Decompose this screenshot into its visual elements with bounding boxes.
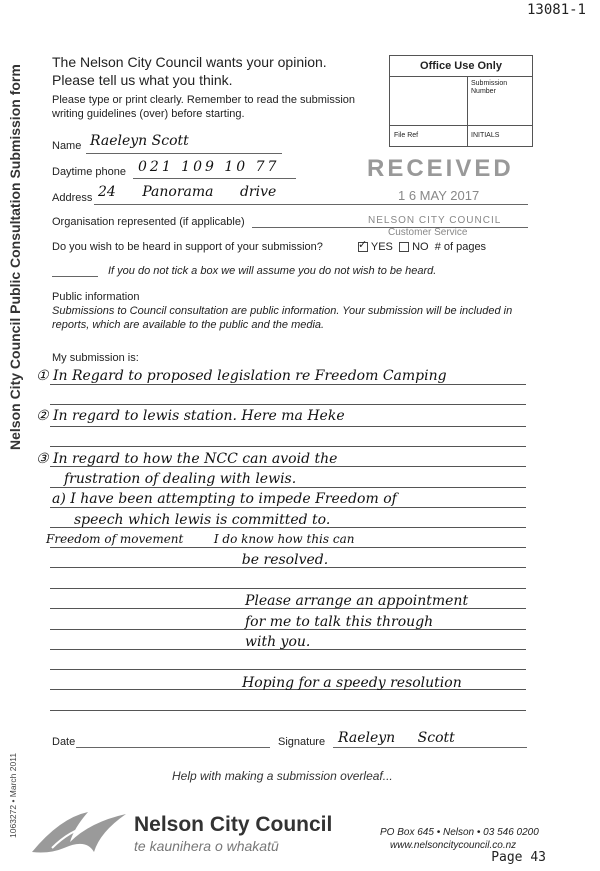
pages-label: # of pages: [434, 241, 487, 253]
submission-line-4: frustration of dealing with lewis.: [64, 471, 297, 487]
document-id: 13081-1: [526, 2, 586, 18]
date-label: Date: [52, 736, 76, 748]
submission-line-3: ③ In regard to how the NCC can avoid the: [36, 451, 338, 467]
file-ref-label: File Ref: [394, 132, 419, 139]
stamp-service: Customer Service: [388, 227, 468, 238]
heard-options: ✓ YES NO # of pages: [358, 239, 487, 253]
org-label: Organisation represented (if applicable): [52, 216, 245, 228]
name-label: Name: [52, 140, 82, 152]
submission-number-label: Submission Number: [471, 80, 508, 95]
submission-line-12: Hoping for a speedy resolution: [242, 675, 462, 691]
submission-line-1: ① In Regard to proposed legislation re F…: [36, 368, 447, 384]
heard-label: Do you wish to be heard in support of yo…: [52, 241, 323, 253]
submission-line-8: be resolved.: [46, 552, 329, 568]
public-info-text: Submissions to Council consultation are …: [52, 305, 513, 331]
received-stamp: RECEIVED: [367, 155, 514, 182]
submission-line-6: speech which lewis is committed to.: [74, 512, 331, 528]
header-line1: The Nelson City Council wants your opini…: [52, 54, 327, 70]
header-title: The Nelson City Council wants your opini…: [52, 53, 372, 89]
yes-checkbox[interactable]: ✓: [358, 239, 368, 253]
help-text: Help with making a submission overleaf..…: [172, 769, 393, 783]
name-value: Raeleyn Scott: [90, 133, 189, 149]
no-checkbox[interactable]: [399, 242, 409, 253]
council-logo-icon: [32, 812, 126, 853]
address-value: 24 Panorama drive: [98, 184, 277, 200]
office-title: Office Use Only: [390, 56, 532, 77]
submission-line-7: Freedom of movement I do know how this c…: [46, 532, 355, 546]
council-maori-name: te kaunihera o whakatū: [134, 838, 279, 854]
public-info-title: Public information: [52, 291, 140, 303]
submission-line-2: ② In regard to lewis station. Here ma He…: [36, 408, 345, 424]
submission-line-5: a) I have been attempting to impede Free…: [52, 491, 397, 507]
no-tick-note: If you do not tick a box we will assume …: [108, 265, 437, 277]
stamp-council: NELSON CITY COUNCIL: [368, 215, 502, 226]
contact-website[interactable]: www.nelsoncitycouncil.co.nz: [390, 840, 517, 851]
received-date: 1 6 MAY 2017: [398, 188, 480, 203]
submission-line-10: for me to talk this through: [245, 614, 434, 630]
submission-label: My submission is:: [52, 352, 139, 364]
signature-label: Signature: [278, 736, 326, 748]
address-label: Address: [52, 192, 93, 204]
phone-label: Daytime phone: [52, 166, 126, 178]
side-title: Nelson City Council Public Consultation …: [7, 64, 23, 450]
page-number: Page 43: [491, 850, 546, 865]
yes-label: YES: [370, 241, 393, 253]
signature-value: Raeleyn Scott: [338, 730, 455, 746]
contact-address: PO Box 645 • Nelson • 03 546 0200: [380, 827, 539, 838]
submission-line-9: Please arrange an appointment: [245, 593, 469, 609]
submission-line-11: with you.: [245, 634, 311, 650]
council-name: Nelson City Council: [134, 813, 333, 836]
header-instructions: Please type or print clearly. Remember t…: [52, 94, 356, 120]
phone-value: 021 109 10 77: [138, 159, 280, 175]
office-use-box: Office Use Only Submission Number File R…: [389, 55, 533, 147]
initials-label: INITIALS: [471, 132, 500, 139]
no-label: NO: [412, 241, 429, 253]
council-contact: PO Box 645 • Nelson • 03 546 0200 www.ne…: [380, 826, 539, 852]
side-footer: 1063272 • March 2011: [8, 752, 18, 838]
header-line2: Please tell us what you think.: [52, 72, 233, 88]
